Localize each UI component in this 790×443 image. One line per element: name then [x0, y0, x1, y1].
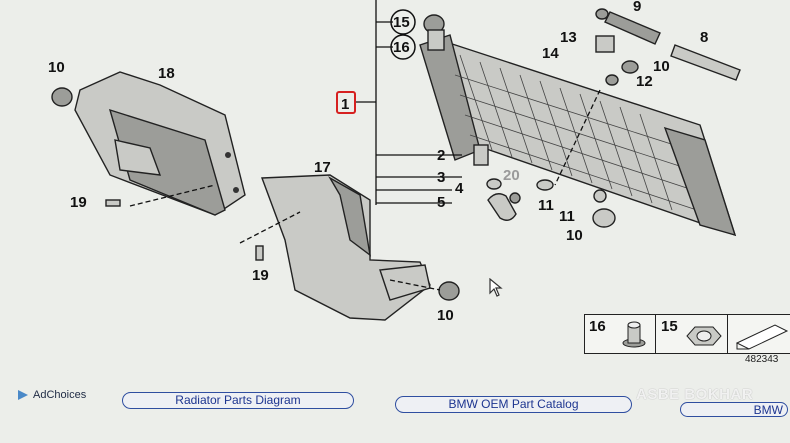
cap-neck-part [427, 29, 445, 51]
legend-cell-wedge[interactable] [729, 315, 790, 353]
clip-part [595, 35, 615, 53]
callout-8: 8 [700, 29, 708, 46]
callout-19: 19 [252, 267, 269, 284]
callout-11: 11 [559, 208, 575, 225]
callout-1-box[interactable] [336, 91, 356, 114]
leader-lines [129, 0, 601, 291]
grommet-part [51, 87, 73, 107]
adchoices-icon [18, 390, 28, 400]
washer-part [536, 179, 554, 191]
callout-1[interactable]: 1 [341, 96, 349, 113]
callout-5: 5 [437, 194, 445, 211]
callout-11: 11 [538, 197, 554, 214]
legend-number: 16 [589, 318, 606, 335]
legend-number: 15 [661, 318, 678, 335]
clamp-part [509, 192, 521, 204]
wedge-icon [735, 324, 789, 350]
adchoices[interactable]: AdChoices [16, 388, 86, 402]
callout-20: 20 [503, 167, 520, 184]
callout-10: 10 [566, 227, 583, 244]
radiator [419, 34, 737, 237]
callout-10: 10 [653, 58, 670, 75]
ad-link-radiator-diagram[interactable]: Radiator Parts Diagram [122, 392, 354, 409]
callout-16: 16 [393, 39, 410, 56]
callout-18: 18 [158, 65, 175, 82]
adchoices-label: AdChoices [33, 389, 87, 401]
hose-part [487, 193, 517, 221]
mouse-cursor-icon [489, 278, 503, 297]
bolt-part [604, 11, 661, 45]
callout-2: 2 [437, 147, 445, 164]
callout-4: 4 [455, 180, 464, 197]
grommet-part [438, 281, 460, 301]
parts-legend: 16 15 [584, 314, 790, 354]
shroud-left [74, 71, 246, 216]
sleeve-icon [622, 321, 646, 348]
callout-17: 17 [314, 159, 331, 176]
callout-3: 3 [437, 169, 445, 186]
callout-14: 14 [542, 45, 559, 62]
callout-19: 19 [70, 194, 87, 211]
callout-15: 15 [393, 14, 410, 31]
shroud-right [261, 174, 431, 321]
screw-part [255, 245, 264, 261]
catalog-code: 482343 [745, 354, 779, 365]
ad-link-bmw-catalog[interactable]: BMW OEM Part Catalog [395, 396, 632, 413]
rod-part [670, 44, 741, 81]
nut-icon [686, 326, 722, 346]
legend-cell-15[interactable]: 15 [657, 315, 728, 353]
bushing-part [592, 208, 616, 228]
callout-10: 10 [437, 307, 454, 324]
bushing-part [595, 8, 609, 20]
callout-12: 12 [636, 73, 653, 90]
legend-cell-16[interactable]: 16 [585, 315, 656, 353]
screw-part [105, 199, 121, 207]
callout-13: 13 [560, 29, 577, 46]
drain-plug-part [473, 144, 489, 166]
oring-part [486, 178, 502, 190]
grommet-part [621, 60, 639, 74]
nut-part [593, 189, 607, 203]
callout-9: 9 [633, 0, 641, 15]
ad-link-bmw[interactable]: BMW [680, 402, 788, 417]
callout-10: 10 [48, 59, 65, 76]
watermark: ASBE BOKHAR [636, 386, 754, 403]
grommet-part [605, 74, 619, 86]
